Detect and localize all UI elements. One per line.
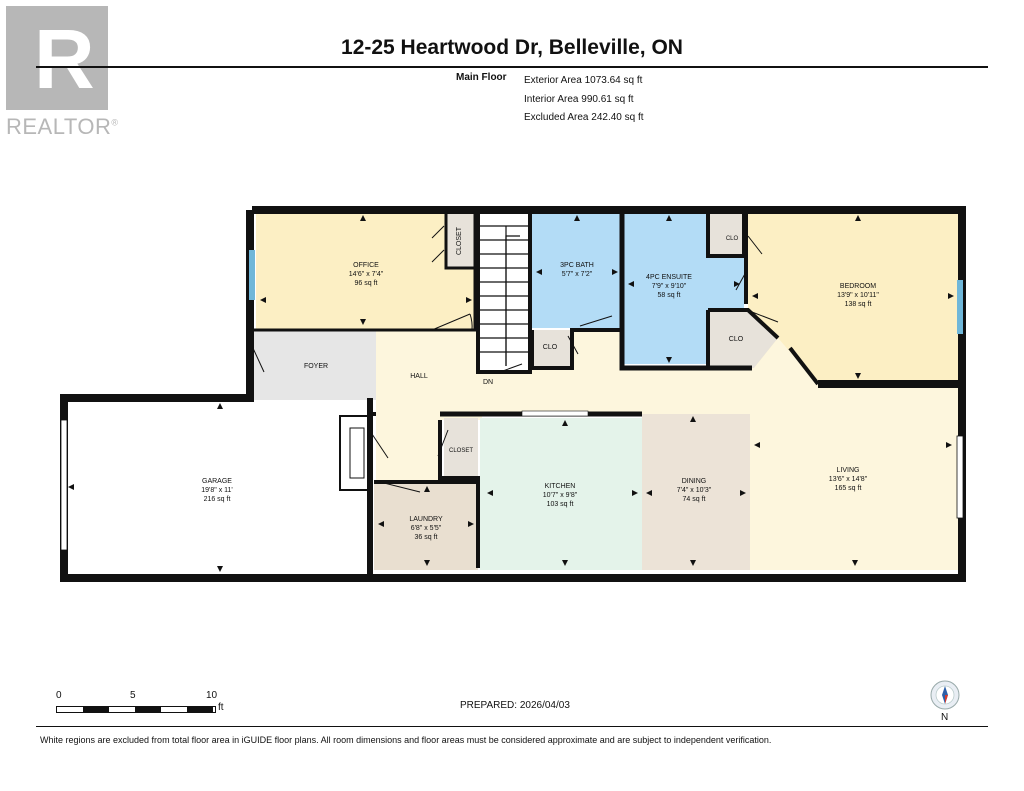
clo-hall-fill: [532, 330, 570, 366]
foyer-label: FOYER: [304, 363, 328, 370]
interior-area: Interior Area 990.61 sq ft: [524, 93, 634, 105]
window-living: [956, 435, 964, 519]
hall-label: HALL: [410, 373, 428, 380]
laundry-area: 36 sq ft: [415, 534, 438, 541]
dining-area: 74 sq ft: [683, 496, 706, 503]
garage-area: 216 sq ft: [204, 496, 231, 503]
kitchen-dims: 10'7" x 9'8": [543, 492, 578, 499]
page-title: 12-25 Heartwood Dr, Belleville, ON: [341, 36, 683, 59]
window-bedroom: [957, 280, 963, 334]
floor-label: Main Floor: [456, 72, 507, 83]
foyer-fill: [250, 330, 376, 400]
stairs: [480, 225, 528, 366]
scale-segment: [83, 707, 109, 712]
stair-fill: [478, 212, 530, 372]
window-office: [249, 250, 255, 300]
living-name: LIVING: [837, 467, 860, 474]
garage-name: GARAGE: [202, 478, 232, 485]
ensuite-dims: 7'9" x 9'10": [652, 283, 687, 290]
window-garage: [60, 419, 68, 551]
bedroom-dims: 13'9" x 10'11": [837, 292, 879, 299]
realtor-logo: R REALTOR®: [0, 0, 120, 140]
realtor-logo-wordmark: REALTOR: [6, 114, 112, 139]
garage-step-inner: [349, 427, 365, 479]
excluded-area: Excluded Area 242.40 sq ft: [524, 112, 644, 123]
realtor-logo-mark: R: [6, 6, 108, 110]
realtor-logo-text: REALTOR®: [6, 114, 119, 140]
room-labels: OFFICE 14'6" x 7'4" 96 sq ft CLOSET 3PC …: [201, 226, 879, 541]
bedroom-name: BEDROOM: [840, 283, 876, 290]
scale-unit: ft: [218, 702, 224, 713]
laundry-fill: [374, 482, 478, 570]
closet-hall-label: CLOSET: [449, 448, 473, 454]
doors: [251, 225, 813, 493]
bedroom-area: 138 sq ft: [845, 301, 872, 308]
window-kitchen: [521, 410, 589, 417]
kitchen-fill: [480, 418, 642, 570]
laundry-name: LAUNDRY: [409, 516, 443, 523]
scale-label-5: 5: [130, 690, 136, 701]
clo-bedroom-label: CLO: [729, 336, 744, 343]
compass: N: [928, 680, 962, 724]
scale-bar-graphic: [56, 706, 216, 713]
prepared-date: PREPARED: 2026/04/03: [460, 700, 570, 711]
scale-label-0: 0: [56, 690, 62, 701]
scale-bar: 0 5 10 ft: [56, 690, 236, 720]
scale-label-10: 10: [206, 690, 218, 701]
office-name: OFFICE: [353, 262, 379, 269]
stairs-label: DN: [483, 379, 493, 386]
compass-label: N: [941, 712, 949, 723]
dining-fill: [642, 414, 750, 570]
title-divider: [36, 66, 988, 68]
office-area: 96 sq ft: [355, 280, 378, 287]
garage-step: [339, 415, 369, 491]
office-fill: [256, 212, 476, 330]
office-dims: 14'6" x 7'4": [349, 271, 384, 278]
scale-segment: [135, 707, 161, 712]
clo-hall-label: CLO: [543, 344, 558, 351]
bath3-name: 3PC BATH: [560, 262, 594, 269]
registered-mark: ®: [111, 117, 119, 128]
compass-icon: [930, 680, 960, 710]
footer-divider: [36, 726, 988, 727]
ensuite-name: 4PC ENSUITE: [646, 274, 692, 281]
closet-hall-fill: [444, 418, 478, 480]
dimension-arrows: [68, 215, 954, 572]
scale-segment: [187, 707, 213, 712]
dining-name: DINING: [682, 478, 707, 485]
hall-fill: [376, 330, 958, 570]
garage-dims: 19'8" x 11': [201, 487, 233, 494]
exterior-area: Exterior Area 1073.64 sq ft: [524, 75, 643, 86]
living-area: 165 sq ft: [835, 485, 862, 492]
dining-dims: 7'4" x 10'3": [677, 487, 712, 494]
bath3-fill: [532, 212, 622, 328]
garage-fill: [64, 400, 370, 574]
clo-ensuite-fill: [708, 212, 746, 256]
footer-note: White regions are excluded from total fl…: [40, 735, 772, 745]
area-summary: Exterior Area 1073.64 sq ft Interior Are…: [524, 72, 644, 128]
living-dims: 13'6" x 14'8": [829, 476, 868, 483]
bath3-dims: 5'7" x 7'2": [562, 271, 593, 278]
closet-office-label: CLOSET: [456, 226, 463, 255]
ensuite-area: 58 sq ft: [658, 292, 681, 299]
clo-ensuite-label: CLO: [726, 236, 739, 242]
laundry-dims: 6'8" x 5'5": [411, 525, 442, 532]
kitchen-area: 103 sq ft: [547, 501, 574, 508]
kitchen-name: KITCHEN: [545, 483, 576, 490]
closet-office-fill: [446, 214, 476, 268]
